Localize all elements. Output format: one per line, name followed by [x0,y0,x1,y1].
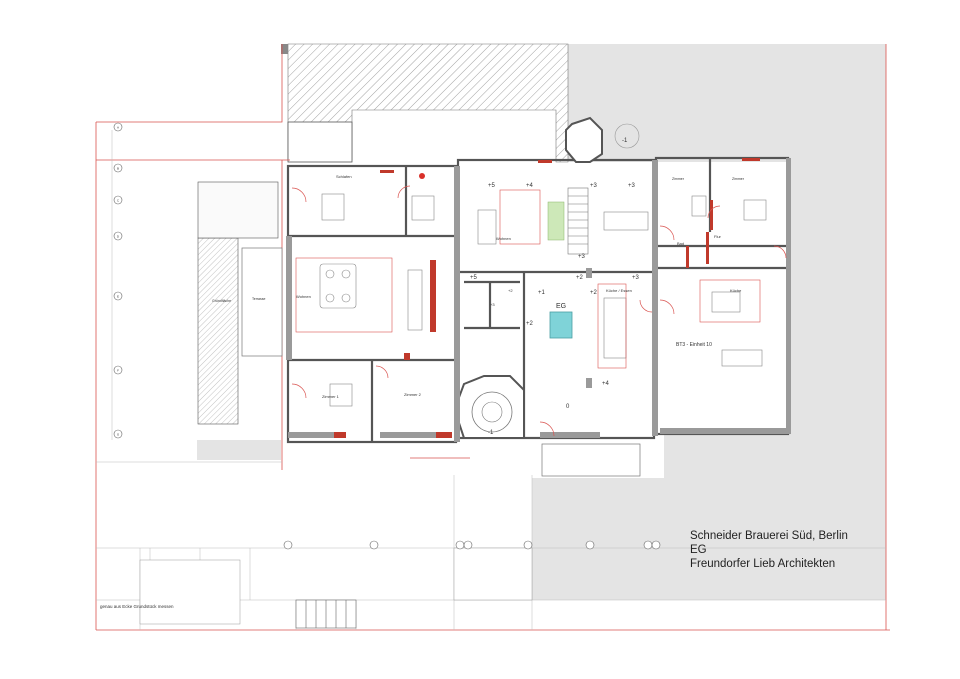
room-terrasse: Terrasse [252,297,265,301]
level-marker: +5 [488,183,496,189]
axis-label-d: D [117,235,120,239]
axis-labels: A B C D E F G [117,126,120,437]
architect-label: Freundorfer Lieb Architekten [690,558,836,570]
level-marker: +2 [526,321,534,327]
terrasse-box-bottom [541,443,641,477]
room-wohnen-left: Wohnen [296,294,311,299]
tower-stair [457,375,525,439]
room-schlafen: Schlafen [336,174,352,179]
axis-label-e: E [117,295,119,299]
level-markers: +5 +4 +3 +3 +3 +5 +2 +3 +1 +2 +2 +4 +3 +… [470,138,640,436]
floor-label: EG [690,544,707,556]
axis-label-c: C [117,199,120,203]
axis-markers [113,122,661,550]
grey-strip-right [790,160,886,430]
level-marker: +1 [538,290,546,296]
room-kueche-essen: Küche / Essen [606,288,632,293]
bottom-left-box [139,559,241,625]
level-marker: +2 [576,275,584,281]
axis-label-f: F [117,369,119,373]
terrasse-box [241,247,283,357]
tower-circle-top [614,123,640,149]
level-marker: +3 [578,254,586,260]
hatched-strip-left [197,237,239,425]
stair-block-top [287,121,353,163]
pool [549,311,573,339]
level-marker: +3 [628,183,636,189]
level-marker: +4 [526,183,534,189]
level-marker: -1 [622,138,628,144]
red-marker [419,173,425,179]
grey-small-block [197,440,281,460]
tower-top [565,116,603,163]
garden-bed [547,201,565,241]
axis-label-g: G [117,433,120,437]
level-marker: +5 [470,275,478,281]
measure-note: genau aus Ecke Grundstück messen [100,604,174,609]
project-title: Schneider Brauerei Süd, Berlin [690,530,848,542]
level-marker: +2 [590,290,598,296]
room-zimmer-2: Zimmer 2 [404,392,422,397]
room-wohnen-center: Wohnen [496,236,511,241]
room-eg: EG [556,303,566,310]
level-marker: +4 [602,381,610,387]
axis-label-b: B [117,167,119,171]
room-bt3: BT3 - Einheit 10 [676,342,712,348]
red-accents [334,158,760,438]
furniture [319,193,767,407]
room-zimmer-a: Zimmer [672,177,685,181]
room-zimmer-1: Zimmer 1 [322,394,340,399]
hatched-strip-top [197,181,279,239]
grey-courtyard-right [568,44,886,162]
furniture-red [295,189,761,369]
room-bad: Bad [677,241,684,246]
level-marker: +3 [632,275,640,281]
room-gruenflaeche: Gründfläche [212,299,231,303]
wall-pieces [286,158,791,442]
level-marker: +3 [490,302,495,307]
lower-box-mid [453,547,533,601]
property-boundary [95,44,890,631]
room-labels: Schlafen Wohnen Zimmer 1 Zimmer 2 Wohnen… [212,174,745,399]
main-stair [567,187,589,255]
axis-label-a: A [117,126,119,130]
room-kueche: Küche [730,288,742,293]
room-zimmer-b: Zimmer [732,177,745,181]
door-swings [291,185,787,437]
dark-corner [281,44,288,54]
level-marker: -1 [488,430,494,436]
grey-lower-right [664,430,886,600]
spiral-stair [471,391,513,433]
title-block: Schneider Brauerei Süd, Berlin EG Freund… [690,529,848,571]
room-flur: Flur [714,234,722,239]
grey-lower-mid [532,478,666,600]
level-marker: +3 [590,183,598,189]
level-marker: 0 [566,404,570,410]
bottom-stair [295,599,357,629]
level-marker: +2 [508,288,513,293]
